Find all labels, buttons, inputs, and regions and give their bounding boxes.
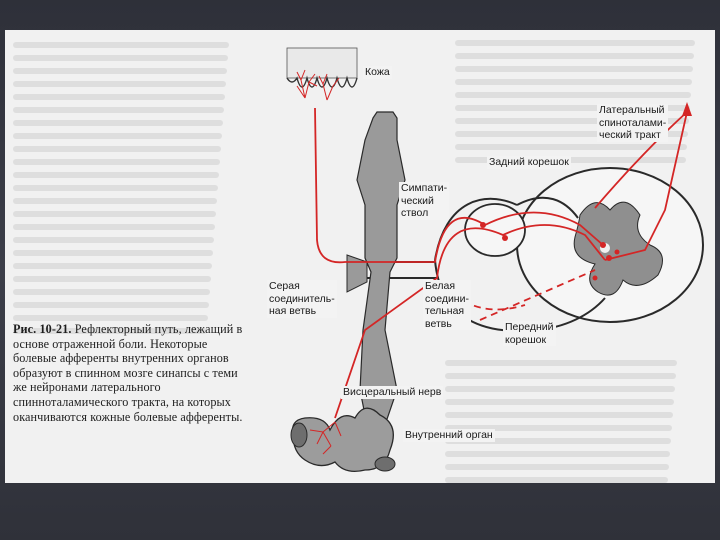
bleed-line [455,105,690,111]
bleed-line [445,399,674,405]
bleed-line [13,159,220,165]
bleed-line [13,146,221,152]
arrow-up-icon [682,102,692,116]
spinal-cord [516,167,704,323]
afferent-pathways [314,107,688,419]
bleed-line [445,451,670,457]
bleed-line [13,81,226,87]
skin-illustration [286,47,358,101]
bleed-line [445,360,677,366]
label-visceral-nerve: Висцеральный нерв [341,386,444,399]
bleed-line [13,276,211,282]
bleed-line [445,373,676,379]
bleed-line [455,53,694,59]
bleed-line [445,425,672,431]
bleed-line [13,328,207,334]
bleed-line [13,315,208,321]
bleed-line [13,185,218,191]
bleed-line [455,79,692,85]
bleed-line [455,131,688,137]
bleed-line [13,42,229,48]
bleed-line [455,118,689,124]
bleed-line [445,412,673,418]
label-lateral-tract: Латеральный спиноталами- ческий тракт [597,104,669,142]
bleed-line [13,198,217,204]
bleed-line [13,211,216,217]
bleed-line [445,464,669,470]
label-ventral-root: Передний корешок [503,321,556,346]
sympathetic-trunk-shape [356,111,406,431]
bleed-line [13,55,228,61]
bleed-line [13,107,224,113]
label-sympathetic-trunk: Симпати- ческий ствол [399,182,450,220]
label-white-ramus: Белая соедини- тельная ветвь [423,280,471,330]
bleed-line [13,250,213,256]
bleed-line [13,263,212,269]
bleed-line [13,172,219,178]
scanned-page: Кожа Латеральный спиноталами- ческий тра… [5,30,715,483]
bleed-line [13,224,215,230]
bleed-line [445,438,671,444]
caption-number: Рис. 10-21. [13,322,72,336]
bleed-line [13,120,223,126]
figure-caption: Рис. 10-21. Рефлекторный путь, лежащий в… [13,322,253,424]
bleed-line [455,144,687,150]
label-internal-organ: Внутренний орган [403,429,495,442]
bleed-line [13,302,209,308]
bleed-line [445,386,675,392]
bleed-line [13,289,210,295]
bleed-line [13,68,227,74]
label-skin: Кожа [363,66,392,79]
bleed-line [445,477,668,483]
bleed-line [13,133,222,139]
bleed-line [455,40,695,46]
label-gray-ramus: Серая соединитель- ная ветвь [267,280,337,318]
bleed-line [455,66,693,72]
bleed-line [13,94,225,100]
bleed-line [13,237,214,243]
caption-text: Рефлекторный путь, лежащий в основе отра… [13,322,243,424]
internal-organ-shape [290,407,396,473]
synapse-dots [480,222,620,281]
label-dorsal-root: Задний корешок [487,156,571,169]
bleed-line [455,92,691,98]
referred-pain-diagram [286,47,704,473]
